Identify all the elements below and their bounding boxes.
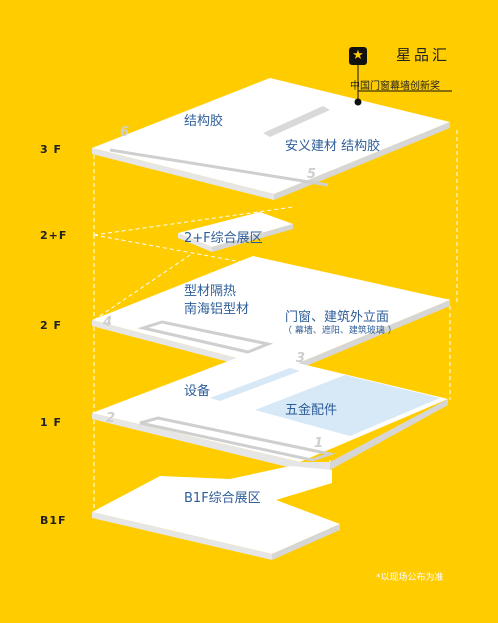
floor-2pf-platform	[178, 212, 293, 252]
zone-3f-sealant: 结构胶	[184, 114, 224, 129]
zone-2f-nanhai: 南海铝型材	[184, 302, 250, 317]
floor-label-2f: 2 F	[40, 319, 62, 332]
legend-pointer	[354, 65, 452, 106]
floor-label-b1f: B1F	[40, 514, 67, 527]
floor-3f-platform: 6 5	[92, 78, 450, 200]
zone-1f-equipment: 设备	[184, 384, 211, 399]
stair-6-label: 6	[120, 125, 129, 140]
floor-1f-platform: 2 1	[92, 352, 448, 470]
stair-3-label: 3	[296, 351, 305, 366]
zone-2f-facade-sub: （ 幕墙、遮阳、建筑玻璃 ）	[283, 326, 397, 336]
stair-4-label: 4	[102, 315, 112, 330]
zone-2f-facade: 门窗、建筑外立面	[285, 310, 390, 325]
legend-subtitle: 中国门窗幕墙创新奖	[350, 81, 440, 92]
stair-1-label: 1	[314, 436, 323, 451]
footnote: *以现场公布为准	[376, 573, 444, 583]
floor-label-1f: 1 F	[40, 416, 62, 429]
stair-2-label: 2	[106, 411, 115, 426]
stair-5-label: 5	[307, 167, 316, 182]
zone-3f-anyi: 安义建材 结构胶	[285, 139, 381, 154]
zone-2f-insulation: 型材隔热	[184, 284, 237, 299]
floor-label-2pf: 2+F	[40, 229, 68, 242]
floor-label-3f: 3 F	[40, 143, 62, 156]
zone-1f-hardware: 五金配件	[285, 403, 338, 418]
floor-b1f-platform	[92, 466, 340, 560]
star-icon: ★	[349, 47, 367, 65]
legend-title: 星品汇	[396, 46, 451, 64]
zone-2pf-exhibition: 2+F综合展区	[184, 231, 263, 246]
zone-b1f-exhibition: B1F综合展区	[184, 491, 261, 506]
